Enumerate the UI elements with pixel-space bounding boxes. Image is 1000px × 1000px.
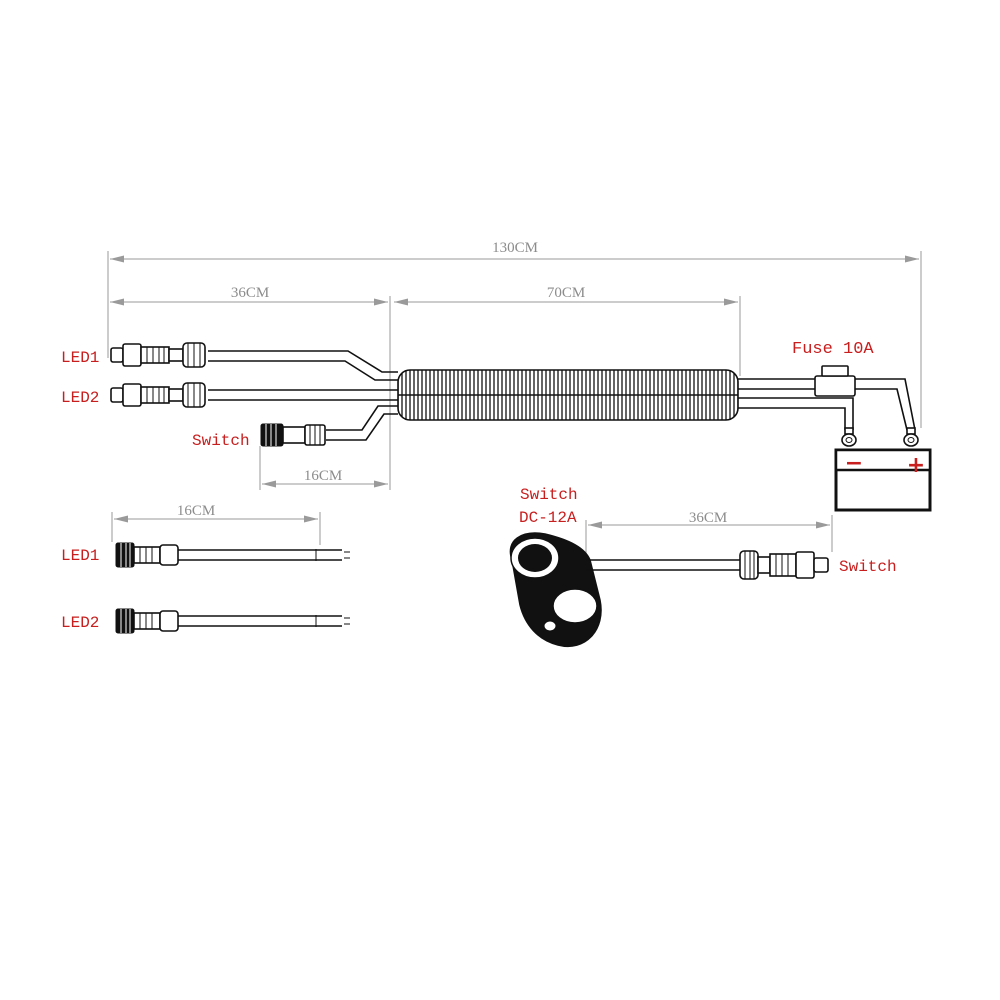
battery-minus-sign: − (845, 451, 863, 476)
dimension-total-label: 130CM (492, 240, 538, 256)
ext-led1-cable (115, 542, 350, 568)
dimension-total: 130CM (107, 240, 922, 428)
label-led1: LED1 (61, 349, 99, 367)
switch-cable (586, 550, 829, 580)
label-switch-name-line1: Switch (520, 486, 578, 504)
led2-branch-wire (208, 389, 398, 401)
label-switch-name-line2: DC-12A (519, 509, 577, 527)
dimension-switch-branch-label: 16CM (304, 468, 342, 484)
label-ext-led1: LED1 (61, 547, 99, 565)
handlebar-switch (509, 532, 602, 648)
dimension-sleeve-label: 70CM (547, 285, 585, 301)
label-led2: LED2 (61, 389, 99, 407)
dimension-sleeve: 70CM (394, 285, 741, 376)
dimension-switch-branch: 16CM (259, 446, 388, 490)
led1-connector (110, 342, 206, 368)
ext-led2-cable (115, 608, 350, 634)
ring-terminal-negative (841, 427, 857, 447)
label-switch-plug: Switch (839, 558, 897, 576)
ring-terminal-positive (903, 427, 919, 447)
dimension-branch: 36CM (110, 285, 391, 490)
led1-branch-wire (208, 350, 398, 381)
switch-connector (260, 423, 326, 447)
label-fuse: Fuse 10A (792, 340, 874, 359)
battery-plus-sign: + (907, 453, 925, 478)
label-switch: Switch (192, 432, 250, 450)
led2-connector (110, 382, 206, 408)
dimension-ext-cable-label: 16CM (177, 503, 215, 519)
battery: − + (834, 448, 932, 512)
fuse-holder (814, 365, 856, 397)
battery-wires (738, 378, 916, 431)
dimension-switch-cable: 36CM (585, 510, 833, 560)
switch-branch-wire (326, 405, 398, 441)
dimension-ext-cable: 16CM (111, 503, 321, 545)
corrugated-sleeve (397, 369, 739, 421)
dimension-switch-cable-label: 36CM (689, 510, 727, 526)
dimension-branch-label: 36CM (231, 285, 269, 301)
label-ext-led2: LED2 (61, 614, 99, 632)
